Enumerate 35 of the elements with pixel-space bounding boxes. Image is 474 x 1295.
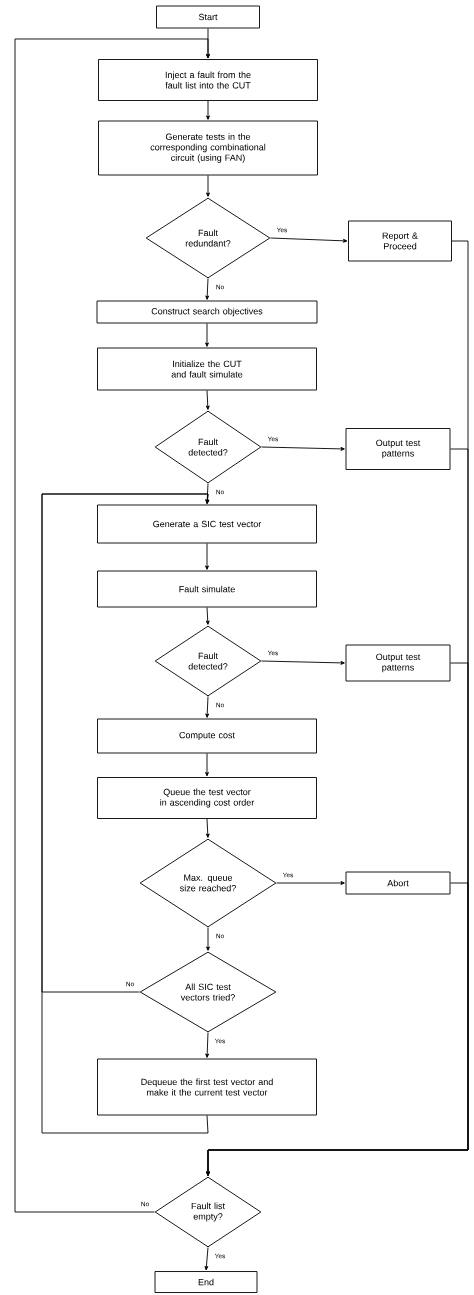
arrow (206, 100, 210, 120)
arrow (206, 882, 469, 1176)
arrow (276, 881, 345, 885)
terminal-box: Start (156, 5, 260, 29)
process-box: Construct search objectives (96, 300, 318, 324)
process-box: Generate a SIC test vector (97, 504, 317, 544)
arrow (206, 175, 210, 197)
process-box: Output test patterns (345, 428, 451, 470)
process-box: Generate tests in the corresponding combinational circuit (using FAN) (98, 120, 318, 176)
process-box: Compute cost (97, 718, 317, 754)
arrow (205, 753, 209, 777)
process-box: Initialize the CUT and fault simulate (97, 347, 317, 391)
arrow (14, 38, 210, 1213)
arrow (205, 323, 209, 347)
arrow (206, 927, 210, 951)
arrow (205, 818, 210, 838)
arrow (205, 607, 210, 625)
process-box: Report & Proceed (348, 220, 452, 262)
arrow (204, 1247, 209, 1271)
process-box: Dequeue the first test vector and make it the current test vector (97, 1058, 317, 1116)
terminal-box: End (154, 1271, 258, 1293)
arrow (41, 493, 210, 1134)
process-box: Inject a fault from the fault list into the CUT (98, 59, 318, 101)
arrow (205, 1032, 210, 1058)
arrow (261, 446, 345, 451)
arrow (270, 237, 348, 243)
arrow (205, 390, 210, 410)
arrow (205, 278, 210, 300)
process-box: Fault simulate (97, 570, 317, 608)
process-box: Output test patterns (345, 644, 451, 682)
arrow (205, 696, 210, 718)
process-box: Queue the test vector in ascending cost order (97, 777, 317, 819)
arrow (205, 543, 209, 570)
arrow (261, 660, 345, 665)
process-box: Abort (345, 871, 451, 895)
